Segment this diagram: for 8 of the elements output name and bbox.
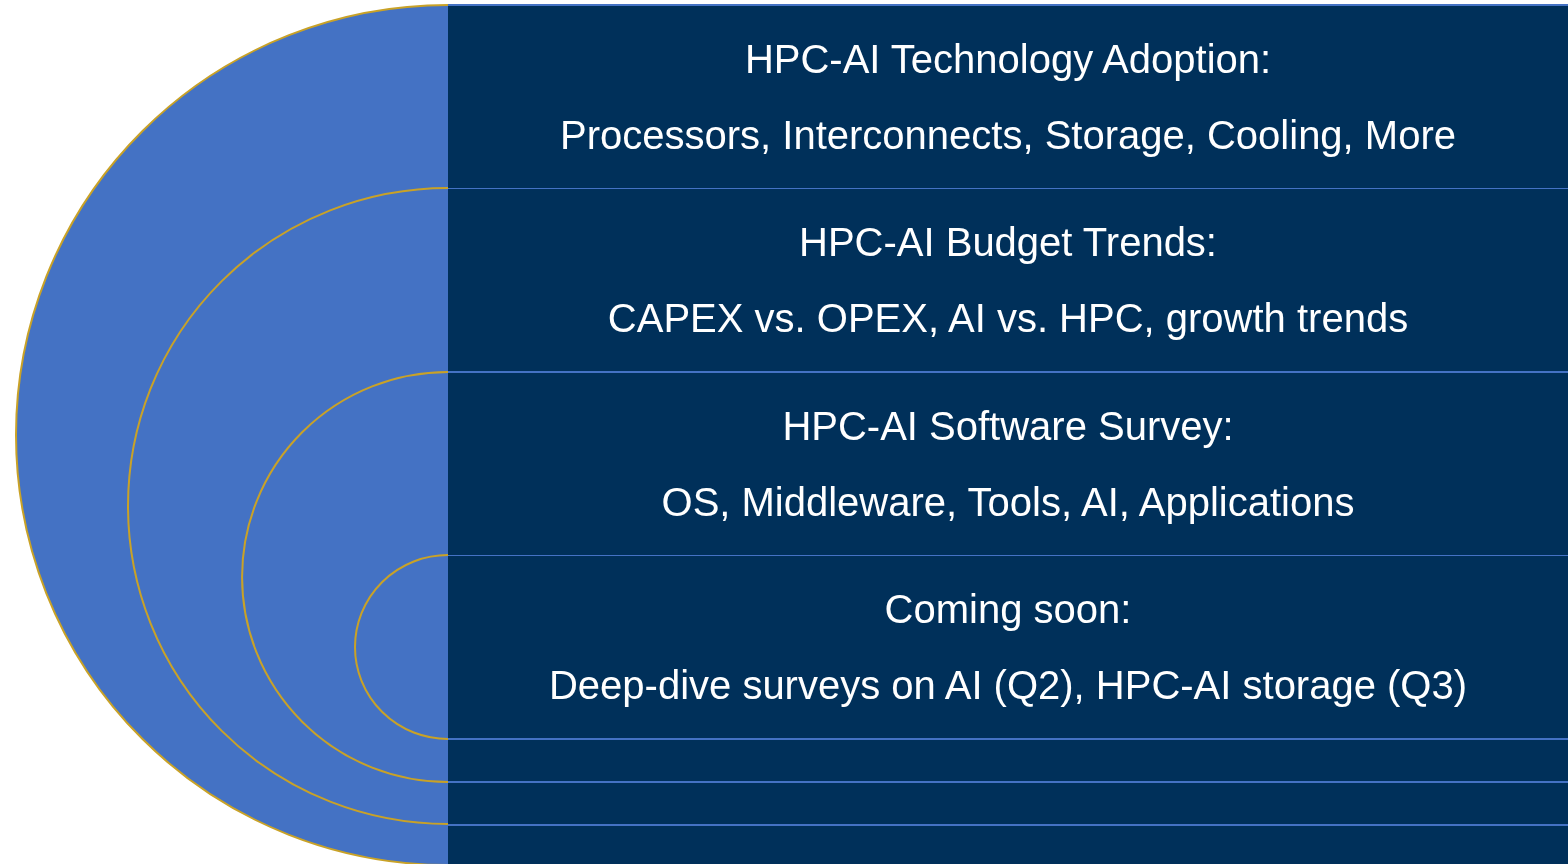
band-heading: HPC-AI Technology Adoption: <box>744 36 1272 83</box>
band-body: Processors, Interconnects, Storage, Cooling, More <box>560 112 1456 159</box>
band-body: OS, Middleware, Tools, AI, Applications <box>661 479 1355 526</box>
band-heading: HPC-AI Software Survey: <box>782 403 1234 450</box>
band-heading: Coming soon: <box>884 586 1132 633</box>
band-body: Deep-dive surveys on AI (Q2), HPC-AI storage (Q3) <box>548 662 1468 709</box>
band-body: CAPEX vs. OPEX, AI vs. HPC, growth trends <box>607 295 1409 342</box>
band-heading: HPC-AI Budget Trends: <box>799 219 1217 266</box>
